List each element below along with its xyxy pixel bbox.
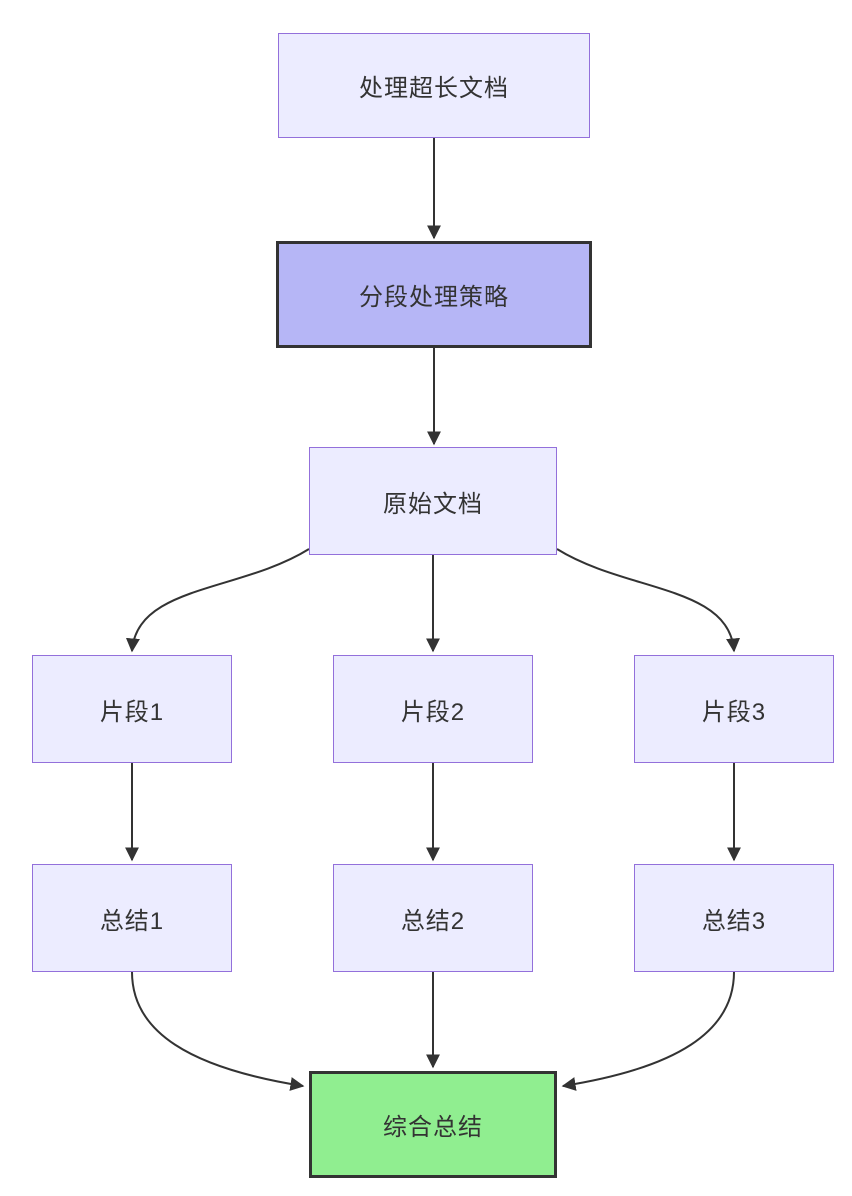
node-process-long-document: 处理超长文档 [278,33,590,138]
node-label: 片段3 [701,698,767,726]
node-label: 总结1 [99,907,165,935]
edge-e1-f [131,971,305,1091]
edge-e3-f [561,971,735,1091]
node-label: 分段处理策略 [359,284,509,311]
node-fragment-1: 片段1 [32,655,232,763]
node-label: 原始文档 [383,490,483,518]
node-original-document: 原始文档 [309,447,557,555]
node-label: 总结3 [701,907,767,935]
node-summary-3: 总结3 [634,864,834,972]
node-fragment-3: 片段3 [634,655,834,763]
edge-c-d1 [125,548,310,653]
node-label: 总结2 [400,907,466,935]
node-label: 片段2 [400,698,466,726]
node-summary-1: 总结1 [32,864,232,972]
node-label: 综合总结 [383,1114,483,1141]
node-label: 处理超长文档 [359,75,509,102]
edge-c-d3 [556,548,741,653]
node-label: 片段1 [99,698,165,726]
node-segmentation-strategy: 分段处理策略 [276,241,592,348]
node-fragment-2: 片段2 [333,655,533,763]
node-combined-summary: 综合总结 [309,1071,557,1178]
node-summary-2: 总结2 [333,864,533,972]
